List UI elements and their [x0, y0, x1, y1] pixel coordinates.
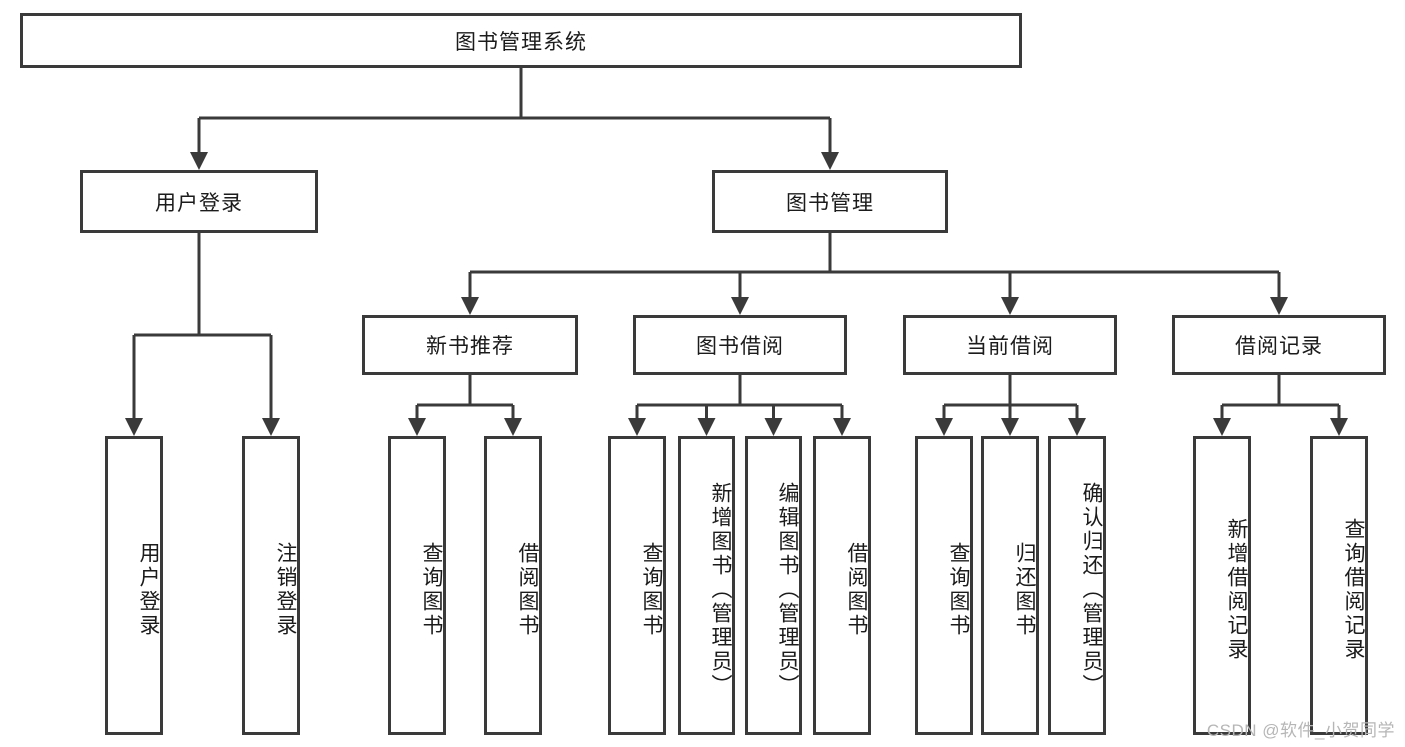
node-box-leaf-confirm-return[interactable]: [1048, 436, 1106, 735]
arrow-head-icon: [833, 418, 851, 436]
arrow-head-icon: [1270, 297, 1288, 315]
node-box-leaf-add-book[interactable]: [678, 436, 735, 735]
connector-layer: [125, 68, 1348, 436]
node-box-leaf-edit-book[interactable]: [745, 436, 802, 735]
node-box-leaf-query-book-new[interactable]: [388, 436, 446, 735]
node-box-leaf-query-book-current[interactable]: [915, 436, 973, 735]
arrow-head-icon: [764, 418, 783, 436]
node-box-root[interactable]: [20, 13, 1022, 68]
arrow-head-icon: [262, 418, 280, 436]
arrow-head-icon: [190, 152, 208, 170]
arrow-head-icon: [821, 152, 839, 170]
arrow-head-icon: [461, 297, 479, 315]
arrow-head-icon: [935, 418, 953, 436]
node-box-borrow[interactable]: [633, 315, 847, 375]
node-box-leaf-borrow-book-new[interactable]: [484, 436, 542, 735]
node-box-newbook[interactable]: [362, 315, 578, 375]
arrow-head-icon: [731, 297, 749, 315]
arrow-head-icon: [697, 418, 716, 436]
node-box-leaf-query-book-borrow[interactable]: [608, 436, 666, 735]
node-box-current[interactable]: [903, 315, 1117, 375]
node-box-leaf-user-login[interactable]: [105, 436, 163, 735]
arrow-head-icon: [408, 418, 426, 436]
node-box-leaf-return-book[interactable]: [981, 436, 1039, 735]
node-box-leaf-user-logout[interactable]: [242, 436, 300, 735]
node-box-record[interactable]: [1172, 315, 1386, 375]
node-box-login[interactable]: [80, 170, 318, 233]
arrow-head-icon: [1068, 418, 1086, 436]
node-box-bookmgmt[interactable]: [712, 170, 948, 233]
arrow-head-icon: [1330, 418, 1348, 436]
node-box-leaf-borrow-book[interactable]: [813, 436, 871, 735]
node-box-leaf-add-record[interactable]: [1193, 436, 1251, 735]
arrow-head-icon: [628, 418, 646, 436]
node-box-leaf-query-record[interactable]: [1310, 436, 1368, 735]
arrow-head-icon: [125, 418, 143, 436]
arrow-head-icon: [1001, 418, 1019, 436]
arrow-head-icon: [1213, 418, 1231, 436]
arrow-head-icon: [504, 418, 522, 436]
arrow-head-icon: [1001, 297, 1019, 315]
